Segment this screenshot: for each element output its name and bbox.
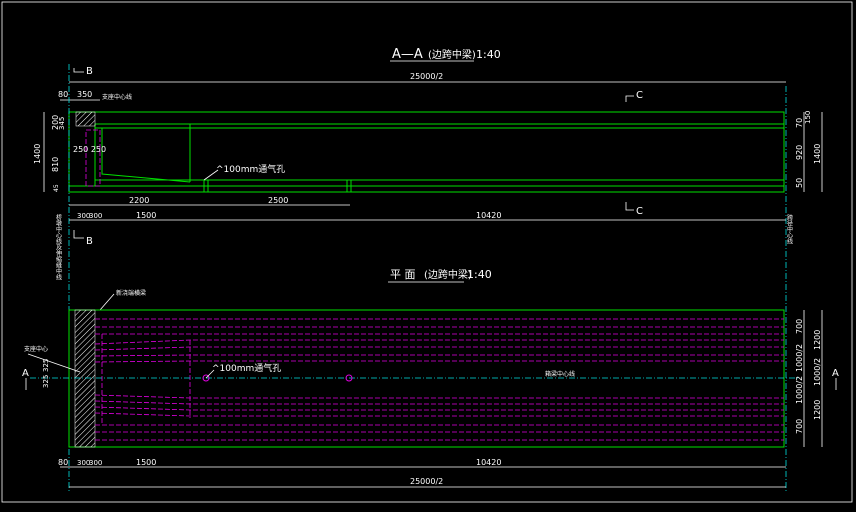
- dim-1200-bottom: 1200: [813, 400, 822, 420]
- dim-45-left: 45: [53, 184, 60, 192]
- dim-325-b: 325: [42, 375, 50, 388]
- support-centerline-label: 支座中心线: [102, 93, 132, 101]
- dim-10420: 10420: [476, 211, 501, 220]
- vent-label-plan: ^100mm通气孔: [212, 362, 281, 374]
- section-mark-c-bottom: C: [636, 206, 643, 217]
- dim-700-top: 700: [795, 319, 804, 334]
- plan-dim-1500: 1500: [136, 458, 156, 467]
- dim-web-250: 250 250: [73, 145, 106, 154]
- vent-leader-plan: [205, 369, 215, 379]
- dim-300-a: 300: [77, 212, 90, 220]
- section-mark-c-top-line: [625, 95, 634, 102]
- dim-700-bottom: 700: [795, 419, 804, 434]
- end-diaphragm-hatch-top: [75, 111, 96, 127]
- section-title-cn: (边跨中梁): [428, 48, 476, 61]
- overall-dim-text-top: 25000/2: [410, 72, 443, 81]
- section-title: A—A (边跨中梁) 1:40: [390, 47, 501, 62]
- dim-920-right: 920: [795, 145, 804, 160]
- vent-leader-top: [203, 169, 219, 181]
- dim-200-left: 200: [51, 115, 60, 130]
- section-mark-c-bottom-line: [625, 202, 634, 211]
- dim-2200: 2200: [129, 196, 149, 205]
- section-title-scale: 1:40: [476, 48, 501, 61]
- dim-1500: 1500: [136, 211, 156, 220]
- vent-hole-2: [345, 374, 353, 382]
- plan-outline: [68, 309, 785, 448]
- section-mark-b-bottom: B: [86, 236, 93, 247]
- plan-dim-10420: 10420: [476, 458, 501, 467]
- box-centerline-label: 箱梁中心线: [545, 370, 575, 378]
- girder-elevation: [68, 111, 785, 193]
- section-mark-b-top: B: [86, 66, 93, 77]
- plan-overall-dim-text: 25000/2: [410, 477, 443, 486]
- dim-345-left: 345: [58, 117, 66, 130]
- plan-title: 平 面 (边跨中梁) 1:40: [388, 268, 492, 283]
- section-mark-b-top-line: [73, 68, 84, 73]
- dim-1400-left: 1400: [33, 144, 42, 164]
- vent-label-top: ^100mm通气孔: [216, 163, 285, 175]
- plan-title-cn: (边跨中梁): [424, 268, 472, 281]
- section-mark-b-bottom-line: [73, 230, 84, 239]
- section-mark-a-left: A: [22, 368, 29, 379]
- plan-title-prefix: 平 面: [390, 268, 416, 281]
- plan-end-diaphragm-hatch: [74, 309, 96, 448]
- dim-350-top: 350: [77, 90, 92, 99]
- dim-2500: 2500: [268, 196, 288, 205]
- dim-300-b: 300: [89, 212, 102, 220]
- dim-1400-right: 1400: [813, 144, 822, 164]
- vertical-left-note: 桥墩中心线及伸缩缝中线: [55, 213, 62, 280]
- end-note: 新浇端横梁: [116, 289, 146, 297]
- dim-1000-2-outer: 1000/2: [813, 358, 822, 386]
- dim-810-left: 810: [51, 157, 60, 172]
- dim-50-right: 50: [795, 178, 804, 188]
- vertical-right-note: 跨径中心线: [786, 213, 793, 244]
- dim-70-right: 70: [795, 118, 804, 128]
- support-note-leader: [27, 353, 81, 373]
- section-mark-a-right: A: [832, 368, 839, 379]
- dim-1200-top: 1200: [813, 330, 822, 350]
- section-mark-c-top: C: [636, 90, 643, 101]
- dim-80-top: 80: [58, 90, 68, 99]
- dim-325-a: 325: [42, 359, 50, 372]
- support-dashed-box: [85, 129, 101, 187]
- dim-1000-2-top: 1000/2: [795, 344, 804, 372]
- dim-150-right: 150: [804, 111, 812, 124]
- plan-dim-300-a: 300: [77, 459, 90, 467]
- sheet-border: [1, 1, 853, 503]
- plan-tendons: [94, 318, 784, 441]
- plan-dim-80: 80: [58, 458, 68, 467]
- end-note-leader: [99, 293, 115, 311]
- support-note: 支座中心: [24, 345, 48, 353]
- plan-dim-300-b: 300: [89, 459, 102, 467]
- vent-hole-1: [202, 374, 210, 382]
- dim-1000-2-bottom: 1000/2: [795, 376, 804, 404]
- section-title-prefix: A—A: [392, 47, 423, 62]
- plan-title-scale: 1:40: [467, 268, 492, 281]
